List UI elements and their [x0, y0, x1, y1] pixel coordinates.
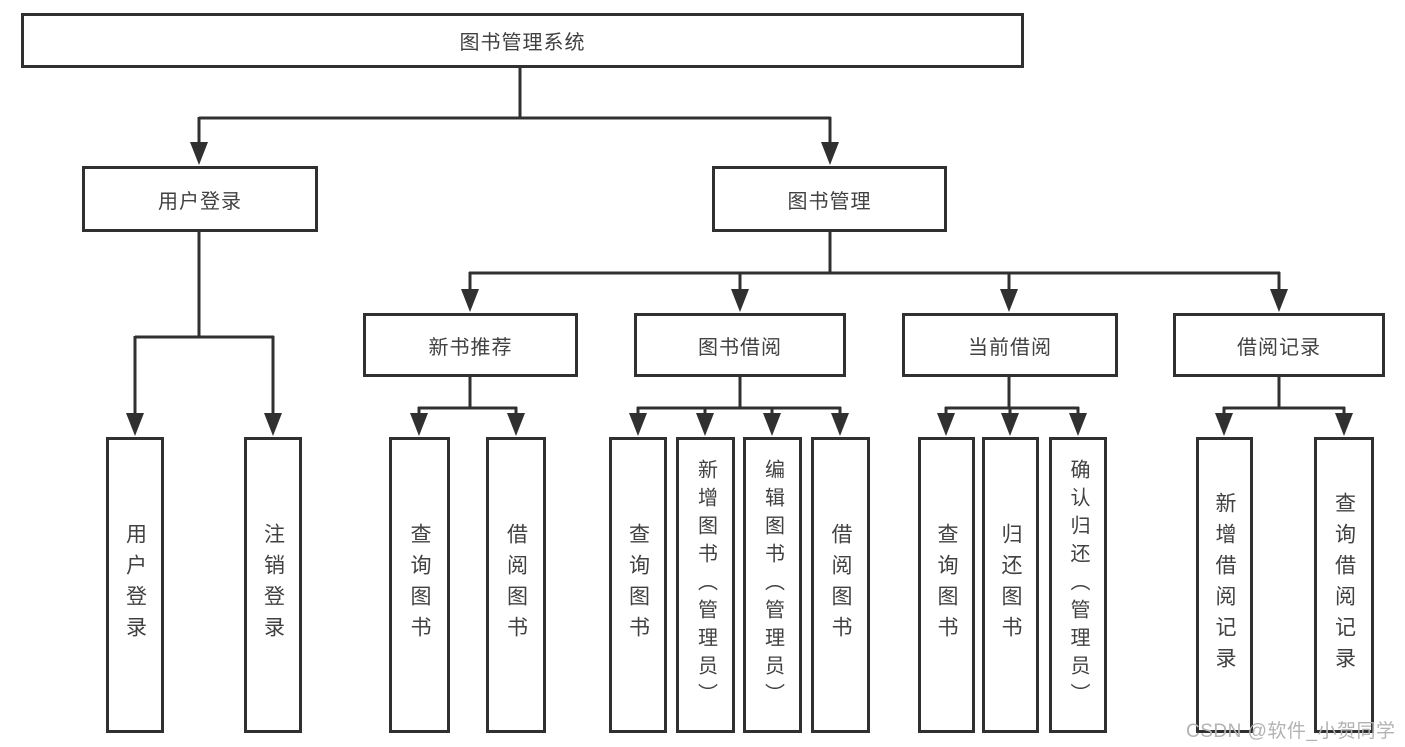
leaf-logout: 注销登录 — [244, 437, 302, 733]
leaf-query-borrow-record: 查询借阅记录 — [1314, 437, 1374, 733]
leaf-borrow-query-books-label: 查询图书 — [626, 523, 650, 647]
leaf-recommend-query-books: 查询图书 — [389, 437, 450, 733]
leaf-add-borrow-record: 新增借阅记录 — [1196, 437, 1253, 733]
leaf-edit-books-admin-label: 编辑图书（管理员） — [761, 459, 784, 711]
node-book-management-label: 图书管理 — [787, 190, 872, 213]
csdn-watermark: CSDN @软件_小贺同学 — [1186, 721, 1396, 742]
node-book-borrow: 图书借阅 — [634, 313, 846, 377]
leaf-recommend-query-books-label: 查询图书 — [408, 523, 431, 647]
leaf-borrow-books-label: 借阅图书 — [829, 523, 852, 647]
node-new-book-recommend-label: 新书推荐 — [428, 336, 513, 359]
leaf-logout-label: 注销登录 — [261, 523, 285, 647]
leaf-recommend-borrow-books-label: 借阅图书 — [504, 523, 528, 647]
node-root-label: 图书管理系统 — [459, 32, 586, 54]
node-book-management: 图书管理 — [712, 166, 947, 232]
leaf-query-borrow-record-label: 查询借阅记录 — [1332, 492, 1356, 678]
leaf-return-books: 归还图书 — [982, 437, 1039, 733]
leaf-add-borrow-record-label: 新增借阅记录 — [1213, 492, 1236, 678]
leaf-user-login-label: 用户登录 — [123, 523, 147, 647]
node-borrow-records: 借阅记录 — [1173, 313, 1385, 377]
leaf-confirm-return-admin: 确认归还（管理员） — [1049, 437, 1107, 733]
node-current-borrow-label: 当前借阅 — [968, 336, 1052, 359]
leaf-borrow-query-books: 查询图书 — [609, 437, 667, 733]
node-current-borrow: 当前借阅 — [902, 313, 1118, 377]
node-user-login-label: 用户登录 — [158, 190, 242, 213]
leaf-current-query-books-label: 查询图书 — [935, 523, 958, 647]
node-user-login: 用户登录 — [82, 166, 318, 232]
leaf-recommend-borrow-books: 借阅图书 — [486, 437, 546, 733]
node-new-book-recommend: 新书推荐 — [363, 313, 578, 377]
node-root: 图书管理系统 — [21, 13, 1024, 68]
leaf-confirm-return-admin-label: 确认归还（管理员） — [1067, 459, 1089, 711]
node-book-borrow-label: 图书借阅 — [698, 336, 782, 359]
leaf-current-query-books: 查询图书 — [918, 437, 975, 733]
leaf-borrow-books: 借阅图书 — [811, 437, 870, 733]
leaf-user-login: 用户登录 — [106, 437, 164, 733]
node-borrow-records-label: 借阅记录 — [1237, 336, 1321, 359]
leaf-add-books-admin-label: 新增图书（管理员） — [694, 459, 717, 711]
leaf-add-books-admin: 新增图书（管理员） — [676, 437, 735, 733]
leaf-return-books-label: 归还图书 — [999, 523, 1022, 647]
leaf-edit-books-admin: 编辑图书（管理员） — [743, 437, 802, 733]
